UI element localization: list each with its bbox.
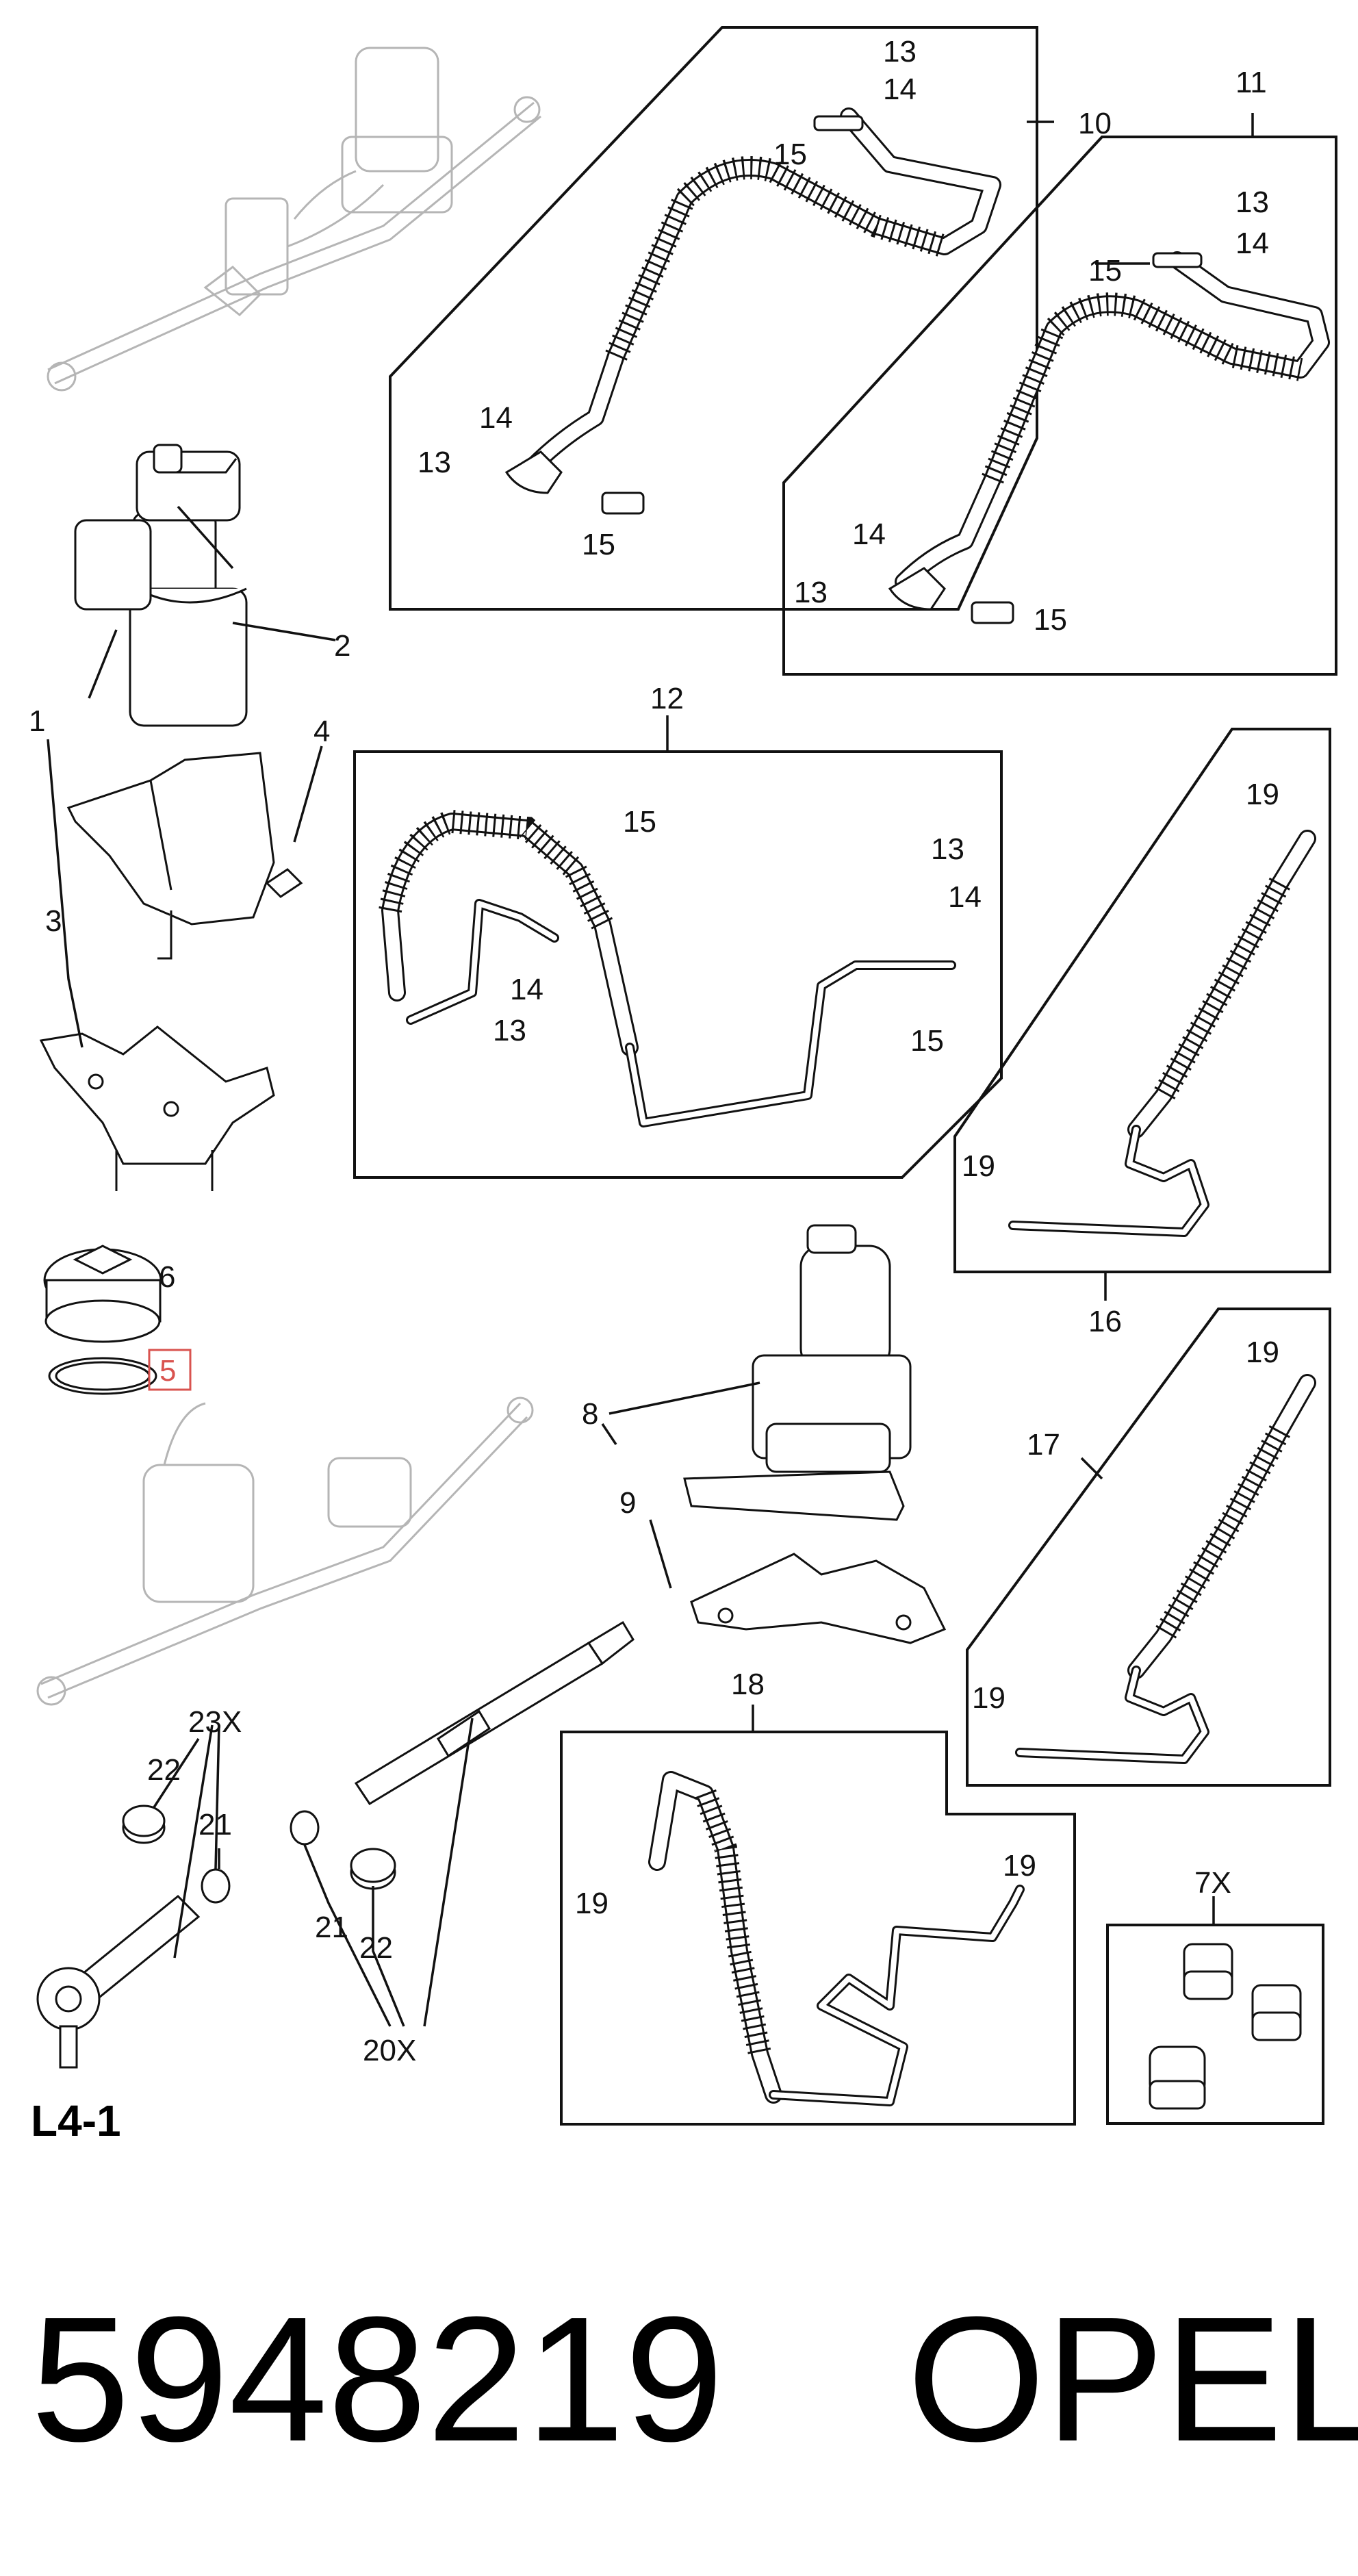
callout-19-c: 19 [1246,1336,1279,1369]
pump-bracket [39,1025,275,1191]
box-18 [560,1731,1076,2126]
callout-12: 12 [650,682,684,715]
callout-3: 3 [45,904,62,938]
callout-16: 16 [1088,1305,1122,1338]
inner-tie-rod [354,1620,635,1806]
pump-mounting-bracket [690,1553,947,1644]
nut-22-left [122,1805,166,1844]
callout-20x: 20X [363,2034,416,2067]
banjo-fitting-10 [504,115,864,515]
callout-19-b: 19 [962,1149,995,1183]
callout-13-d: 13 [794,576,828,609]
callout-17: 17 [1027,1428,1060,1462]
callout-15-b: 15 [582,528,615,561]
box-16 [953,728,1331,1273]
callout-14-f: 14 [510,973,543,1006]
cap-seal-ring [48,1357,157,1395]
callout-22-a: 22 [147,1753,181,1787]
pump-assembly [74,444,248,727]
callout-15-a: 15 [773,138,807,171]
bushing-set [1149,1943,1302,2110]
callout-8: 8 [582,1397,598,1431]
callout-14-a: 14 [883,73,917,106]
box-7x [1106,1924,1324,2125]
callout-5: 5 [159,1354,176,1388]
nut-22-right [350,1848,396,1890]
callout-19-a: 19 [1246,778,1279,811]
callout-19-e: 19 [575,1887,608,1920]
page-code: L4-1 [31,2096,121,2145]
callout-15-c: 15 [1088,254,1122,288]
callout-10: 10 [1078,107,1112,140]
callout-13-b: 13 [418,446,451,479]
box-11 [782,136,1337,676]
callout-19-f: 19 [1003,1849,1036,1883]
callout-19-d: 19 [972,1681,1005,1715]
heat-shield [66,752,303,960]
callout-13-a: 13 [883,35,917,68]
callout-labels: 1 2 3 4 5 6 7X 8 9 10 11 12 13 14 15 14 … [29,35,1279,2067]
brand-name: OPEL [907,2280,1358,2479]
callout-9: 9 [619,1486,636,1520]
leader-lines [47,113,1254,2027]
callout-23x: 23X [188,1705,242,1739]
callout-5-box [148,1349,192,1391]
part-number: 5948219 [31,2280,723,2479]
callout-14-d: 14 [852,518,886,551]
callout-4: 4 [313,715,330,748]
callout-7x: 7X [1194,1866,1231,1900]
callout-14-c: 14 [1235,227,1269,260]
box-12 [353,750,1003,1179]
box-17 [966,1308,1331,1787]
steering-rack-ghost-middle [36,1397,534,1706]
callout-13-e: 13 [931,832,964,866]
washer-21-right [290,1810,320,1846]
callout-2: 2 [334,629,350,663]
callout-6: 6 [159,1260,175,1294]
callout-15-f: 15 [910,1024,944,1058]
callout-14-e: 14 [948,880,982,914]
callout-22-b: 22 [359,1931,393,1965]
callout-14-b: 14 [479,401,513,435]
steering-rack-ghost-top [47,47,541,392]
callout-15-d: 15 [1034,603,1067,637]
callout-13-c: 13 [1235,186,1269,219]
callout-1: 1 [29,704,45,738]
callout-21-a: 21 [198,1808,232,1841]
banjo-fitting-11 [888,252,1203,624]
box-10 [389,26,1038,611]
outer-tie-rod-end [36,1894,201,2069]
callout-21-b: 21 [315,1911,348,1944]
callout-13-f: 13 [493,1014,526,1047]
reservoir-cap [43,1245,162,1343]
callout-18: 18 [731,1668,765,1701]
electro-hydraulic-pump [683,1224,912,1521]
callout-11: 11 [1235,66,1267,99]
callout-15-e: 15 [623,805,656,839]
washer-21-left [201,1868,231,1904]
